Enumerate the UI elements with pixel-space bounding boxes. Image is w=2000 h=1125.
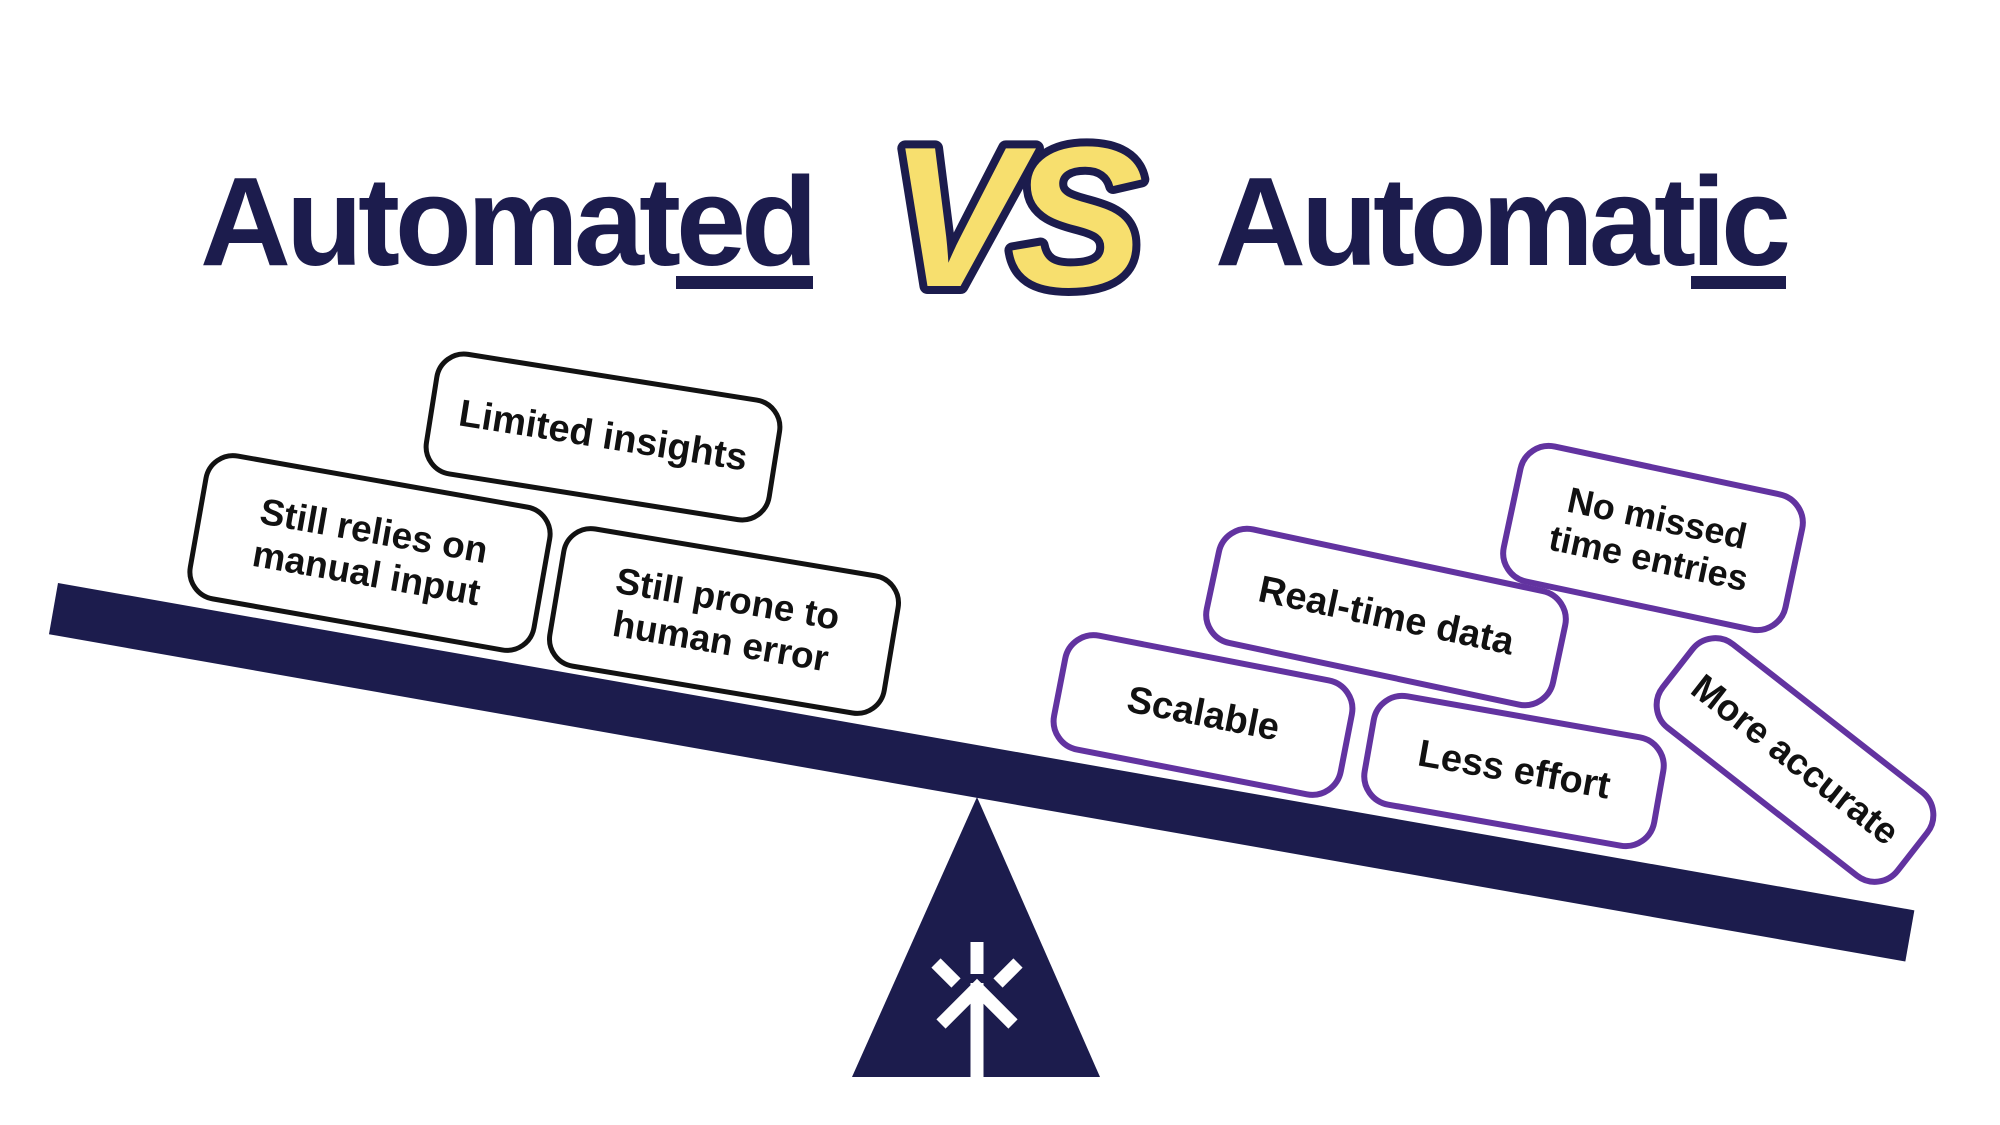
sprout-arrow-icon xyxy=(931,942,1023,1090)
card-more-accurate: More accurate xyxy=(1640,622,1950,898)
sprout-arms xyxy=(936,978,1018,1029)
title-automatic: Automatic xyxy=(1215,151,1791,292)
title-automatic-prefix: Automat xyxy=(1215,151,1696,292)
fulcrum-triangle xyxy=(852,797,1100,1077)
vs-badge: VS xyxy=(881,98,1162,323)
seesaw-fulcrum xyxy=(852,797,1100,1090)
title-automated-underlined-suffix: ed xyxy=(675,151,818,292)
title-automatic-underlined-suffix: ic xyxy=(1690,151,1791,292)
sprout-ray-left xyxy=(931,958,961,988)
sprout-ray-right xyxy=(993,958,1023,988)
title-automated-prefix: Automat xyxy=(200,151,681,292)
title-automated: Automated xyxy=(200,151,818,292)
vs-text: VS xyxy=(889,106,1142,323)
